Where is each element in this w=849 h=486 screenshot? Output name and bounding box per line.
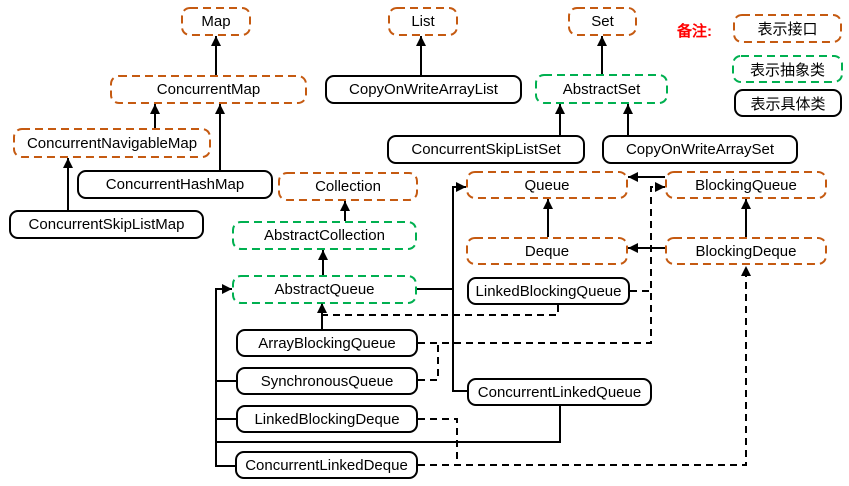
legend-item-interface-box	[733, 14, 842, 43]
node-concurrent-skip-list-map-label: ConcurrentSkipListMap	[28, 216, 185, 233]
node-deque-box	[466, 237, 628, 265]
node-map-label: Map	[201, 13, 231, 30]
node-abstract-collection-box	[232, 221, 417, 250]
node-collection-label: Collection	[315, 178, 381, 195]
node-concurrent-hash-map-label: ConcurrentHashMap	[105, 176, 245, 193]
arrowhead-blocking-queue-to-queue	[628, 172, 638, 182]
node-blocking-queue-label: BlockingQueue	[695, 176, 797, 194]
node-concurrent-linked-deque-label: ConcurrentLinkedDeque	[245, 456, 408, 474]
arrowhead-copy-on-write-array-set-to-abstract-set	[623, 104, 633, 114]
arrowhead-group	[63, 36, 751, 313]
node-abstract-queue-label: AbstractQueue	[274, 281, 375, 298]
arrowhead-concurrent-navigable-map-to-concurrent-map	[150, 104, 160, 114]
node-set-label: Set	[591, 13, 614, 30]
node-abstract-set-label: AbstractSet	[562, 80, 641, 98]
arrowhead-blocking-deque-to-blocking-queue	[741, 199, 751, 209]
node-queue-label: Queue	[524, 176, 570, 194]
legend-item-abstract-box	[732, 55, 843, 83]
node-array-blocking-queue-box	[236, 329, 418, 357]
arrowhead-blocking-deque-to-deque	[628, 243, 638, 253]
node-concurrent-skip-list-set-box	[387, 135, 585, 164]
node-copy-on-write-array-set-box	[602, 135, 798, 164]
arrowhead-concurrent-hash-map-to-concurrent-map	[215, 104, 225, 114]
arrowhead-abstract-queue-to-queue	[456, 182, 466, 192]
node-set-box	[568, 7, 637, 36]
node-synchronous-queue-box	[236, 367, 418, 395]
node-abstract-queue-box	[232, 275, 417, 304]
node-deque-label: Deque	[524, 242, 570, 260]
node-copy-on-write-array-list-box	[325, 75, 522, 104]
arrowhead-concurrent-linked-deque-to-blocking-deque	[741, 266, 751, 276]
arrowhead-concurrent-skip-list-map-to-concurrent-navigable-map	[63, 158, 73, 168]
node-queue-box	[466, 171, 628, 199]
node-list-box	[388, 7, 458, 36]
node-concurrent-map-label: ConcurrentMap	[156, 81, 261, 98]
node-collection-box	[278, 172, 418, 201]
node-concurrent-map-box	[110, 75, 307, 104]
node-linked-blocking-deque-box	[236, 405, 418, 433]
node-concurrent-skip-list-set-label: ConcurrentSkipListSet	[411, 141, 561, 158]
node-list-label: List	[411, 13, 435, 30]
legend-note-label: 备注:	[677, 23, 712, 40]
node-linked-blocking-queue-box	[467, 277, 630, 305]
node-blocking-queue-box	[665, 171, 827, 199]
node-copy-on-write-array-list-label: CopyOnWriteArrayList	[349, 81, 498, 98]
node-concurrent-hash-map-box	[77, 170, 273, 199]
arrowhead-deque-to-queue	[543, 199, 553, 209]
connector-linked-blocking-deque-to-blocking-deque	[418, 418, 458, 465]
arrowhead-left-bus-to-abstract-queue	[222, 284, 232, 294]
node-abstract-set-box	[535, 74, 668, 104]
node-map-box	[181, 7, 251, 36]
node-concurrent-navigable-map-label: ConcurrentNavigableMap	[26, 134, 198, 152]
arrowhead-copy-on-write-array-list-to-list	[416, 36, 426, 46]
connector-synchronous-queue-to-blocking-queue	[418, 344, 439, 381]
node-blocking-deque-box	[665, 237, 827, 265]
node-abstract-collection-label: AbstractCollection	[264, 227, 385, 244]
arrowhead-array-blocking-queue-to-abstract-queue	[317, 303, 327, 313]
connector-concurrent-linked-queue-to-left-bus	[216, 406, 561, 443]
legend-item-abstract-label: 表示抽象类	[749, 61, 825, 79]
arrowhead-abstract-collection-to-collection	[340, 201, 350, 211]
node-linked-blocking-deque-label: LinkedBlockingDeque	[254, 410, 400, 428]
node-copy-on-write-array-set-label: CopyOnWriteArraySet	[625, 141, 775, 158]
node-concurrent-skip-list-map-box	[9, 210, 204, 239]
legend-item-concrete-label: 表示具体类	[750, 95, 826, 113]
connector-linked-blocking-queue-to-abstract-queue	[322, 305, 559, 316]
node-linked-blocking-queue-label: LinkedBlockingQueue	[475, 282, 622, 300]
node-concurrent-linked-queue-label: ConcurrentLinkedQueue	[477, 383, 642, 401]
arrowhead-concurrent-map-to-map	[211, 36, 221, 46]
legend-item-interface-label: 表示接口	[757, 21, 818, 38]
node-box-group	[9, 7, 843, 479]
arrowhead-abstract-queue-to-abstract-collection	[318, 250, 328, 260]
node-array-blocking-queue-label: ArrayBlockingQueue	[258, 334, 396, 352]
legend-item-concrete-box	[734, 89, 842, 117]
node-concurrent-linked-deque-box	[235, 451, 418, 479]
node-concurrent-linked-queue-box	[467, 378, 652, 406]
node-blocking-deque-label: BlockingDeque	[695, 242, 797, 260]
arrowhead-abstract-set-to-set	[597, 36, 607, 46]
node-synchronous-queue-label: SynchronousQueue	[260, 372, 394, 390]
arrowhead-concurrent-skip-list-set-to-abstract-set	[555, 104, 565, 114]
arrowhead-array-blocking-queue-to-blocking-queue	[655, 182, 665, 192]
node-concurrent-navigable-map-box	[13, 128, 211, 158]
connector-concurrent-linked-deque-to-blocking-deque	[418, 266, 747, 466]
